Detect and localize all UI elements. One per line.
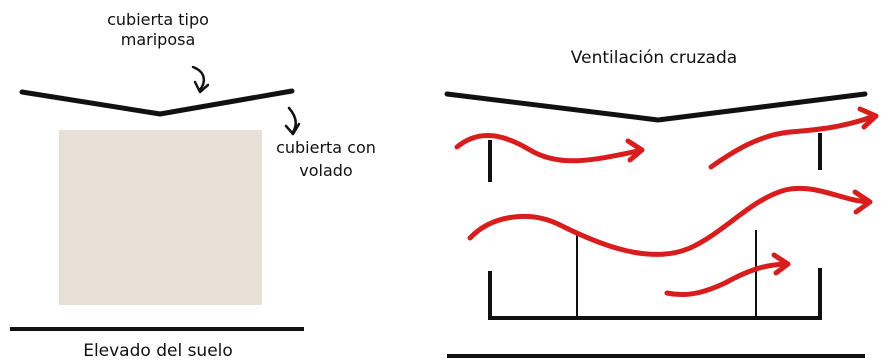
airflow-arrow-bottom [664,261,788,298]
airflow-arrow-middle-head [852,189,873,215]
butterfly-roof-right [444,91,868,123]
airflow-arrow-top-right-head [857,106,879,130]
airflow-arrow-bottom-head [771,252,791,276]
airflow-arrow-top-left-head [625,138,645,163]
roof-type-label-line2: mariposa [121,30,196,49]
roof-type-arrow-head [193,80,210,94]
overhang-label-line1: cubierta con [276,138,376,157]
overhang-arrow [287,106,298,134]
airflow-group [454,106,879,298]
floor-and-lower-walls [488,268,822,320]
elevated-ground-label: Elevado del suelo [83,341,233,361]
overhang-label-line2: volado [299,161,352,180]
overhang-arrow-head [284,122,301,136]
airflow-arrow-top-right [708,114,875,170]
cross-ventilation-title: Ventilación cruzada [571,48,737,68]
roof-type-label-line1: cubierta tipo [107,10,209,29]
roof-type-arrow [191,65,206,92]
butterfly-roof [19,88,295,117]
airflow-arrow-top-left [454,133,641,164]
building-block [59,130,262,305]
airflow-arrow-middle [467,185,871,257]
